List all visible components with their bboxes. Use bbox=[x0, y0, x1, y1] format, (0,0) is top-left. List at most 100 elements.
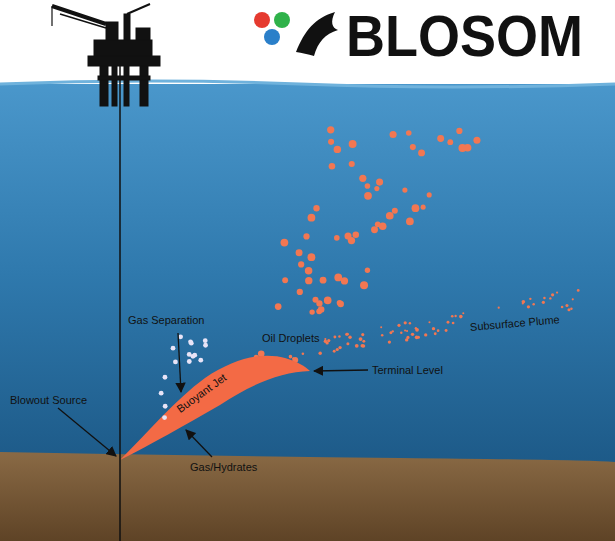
oil-droplet bbox=[390, 131, 397, 138]
oil-droplet bbox=[404, 329, 406, 331]
oil-droplet bbox=[324, 338, 326, 340]
gas-bubble bbox=[171, 346, 176, 351]
oil-droplet bbox=[359, 175, 366, 182]
oil-droplet bbox=[298, 261, 304, 267]
gas-bubble bbox=[163, 404, 168, 409]
oil-droplet bbox=[308, 214, 316, 222]
oil-droplet bbox=[297, 289, 303, 295]
oil-droplet bbox=[418, 149, 425, 156]
oil-droplet bbox=[338, 335, 340, 337]
ocean bbox=[0, 84, 615, 464]
gas-bubble bbox=[187, 352, 192, 357]
oil-droplet bbox=[565, 304, 568, 307]
oil-droplet bbox=[409, 322, 411, 324]
oil-droplet bbox=[275, 303, 282, 310]
oil-droplet bbox=[355, 344, 359, 348]
oil-droplet bbox=[386, 212, 394, 220]
oil-droplet bbox=[551, 293, 554, 296]
oil-droplet bbox=[415, 327, 417, 329]
oil-droplet bbox=[360, 281, 368, 289]
oil-droplet bbox=[327, 126, 334, 133]
oil-droplet bbox=[338, 301, 344, 307]
oil-droplet bbox=[428, 321, 430, 323]
oil-droplet bbox=[305, 277, 312, 284]
oil-droplet bbox=[303, 233, 309, 239]
oil-droplet bbox=[437, 135, 444, 142]
oil-droplet bbox=[529, 298, 531, 300]
oil-droplet bbox=[432, 327, 435, 330]
oil-droplet bbox=[561, 306, 564, 309]
gas-bubble bbox=[203, 338, 208, 343]
oil-droplet bbox=[371, 226, 378, 233]
oil-droplet bbox=[380, 326, 382, 328]
oil-droplet bbox=[334, 146, 341, 153]
oil-droplet bbox=[459, 315, 463, 319]
oil-droplet bbox=[374, 186, 379, 191]
oil-droplet bbox=[424, 333, 427, 336]
oil-droplet bbox=[345, 333, 348, 336]
oil-droplet bbox=[410, 144, 416, 150]
oil-droplet bbox=[376, 179, 383, 186]
oil-droplet bbox=[411, 333, 414, 336]
oil-droplet bbox=[532, 303, 535, 306]
oil-droplet bbox=[346, 342, 349, 345]
oil-droplet bbox=[349, 140, 357, 148]
gas-bubble bbox=[173, 360, 178, 365]
oil-droplet bbox=[348, 237, 355, 244]
oil-droplet bbox=[334, 274, 342, 282]
oil-droplet bbox=[337, 300, 343, 306]
oil-droplet bbox=[527, 305, 530, 308]
oil-droplet bbox=[329, 163, 336, 170]
oil-droplet bbox=[427, 192, 432, 197]
oil-droplet bbox=[452, 322, 455, 325]
callout-label: Blowout Source bbox=[10, 394, 87, 406]
oil-droplet bbox=[361, 333, 364, 336]
oil-droplet bbox=[333, 350, 336, 353]
oil-droplet bbox=[281, 239, 289, 247]
oil-droplet bbox=[381, 334, 384, 337]
oil-droplet bbox=[353, 232, 360, 239]
oil-droplet bbox=[456, 128, 462, 134]
oil-droplet bbox=[324, 297, 332, 305]
oil-droplet bbox=[334, 235, 340, 241]
oil-droplet bbox=[316, 300, 322, 306]
oil-droplet bbox=[437, 329, 440, 332]
oil-droplet bbox=[542, 301, 545, 304]
oil-droplet bbox=[445, 329, 448, 332]
oil-droplet bbox=[415, 328, 419, 332]
oil-droplet bbox=[282, 277, 288, 283]
oil-droplet bbox=[462, 312, 464, 314]
oil-droplet bbox=[406, 330, 408, 332]
oil-droplet bbox=[447, 321, 450, 324]
gas-bubble bbox=[188, 339, 193, 344]
oil-droplet bbox=[498, 307, 500, 309]
oil-droplet bbox=[549, 297, 551, 299]
oil-droplet bbox=[434, 332, 437, 335]
oil-droplet bbox=[320, 277, 327, 284]
seabed bbox=[0, 452, 615, 541]
gas-bubble bbox=[162, 415, 167, 420]
oil-droplet bbox=[292, 357, 294, 359]
callout-label: Oil Droplets bbox=[262, 332, 319, 344]
oil-droplet bbox=[336, 348, 339, 351]
oil-droplet bbox=[308, 253, 316, 261]
buoyant-jet-shape bbox=[120, 356, 310, 460]
oil-droplet bbox=[349, 161, 355, 167]
oil-droplet bbox=[390, 332, 392, 334]
oil-droplet bbox=[316, 308, 322, 314]
oil-droplet bbox=[348, 336, 351, 339]
oil-droplet bbox=[328, 139, 334, 145]
sea-surface bbox=[0, 81, 615, 87]
oil-droplet bbox=[406, 130, 412, 136]
oil-droplet bbox=[338, 346, 341, 349]
oil-droplet bbox=[412, 204, 420, 212]
oil-droplet bbox=[400, 332, 402, 334]
oil-droplet bbox=[397, 324, 400, 327]
logo-title: BLOSOM bbox=[346, 8, 583, 65]
gas-bubble bbox=[198, 358, 203, 363]
oil-droplet bbox=[302, 352, 305, 355]
oil-droplet bbox=[402, 188, 407, 193]
oil-droplet bbox=[359, 337, 363, 341]
oil-droplet bbox=[473, 137, 480, 144]
